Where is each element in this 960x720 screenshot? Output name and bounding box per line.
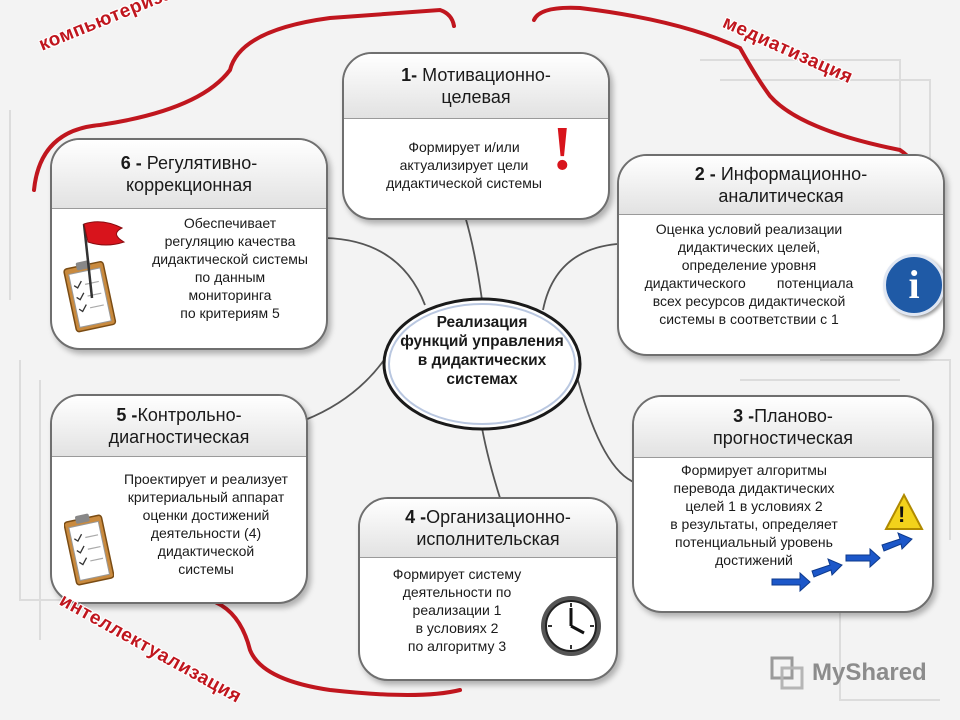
card-2-title-line-1: Информационно-	[720, 164, 868, 184]
center-line-1: Реализация	[436, 314, 528, 331]
card-4-body-line: Формирует систему	[392, 566, 522, 582]
card-6-body-line: мониторинга	[188, 287, 272, 303]
warning-mark: !	[898, 502, 906, 527]
card-1-body-line: дидактической системы	[386, 175, 542, 191]
card-3-title-line-2: прогностическая	[712, 428, 853, 448]
card-2-number: 2 -	[694, 164, 716, 184]
card-1-title-line-1: Мотивационно-	[422, 65, 551, 85]
card-3-body-line: потенциальный уровень	[675, 534, 833, 550]
card-3-body-line: Формирует алгоритмы	[680, 462, 827, 478]
card-4-body-line: в условиях 2	[415, 620, 499, 636]
center-ellipse	[382, 297, 582, 431]
card-3-number: 3 -	[733, 406, 755, 426]
card-5-body-line: критериальный аппарат	[127, 489, 285, 505]
clock-icon	[541, 596, 601, 656]
card-5-number: 5 -	[116, 405, 138, 425]
card-4-body-line: по алгоритму 3	[407, 638, 507, 654]
card-3-body-line: целей 1 в условиях 2	[685, 498, 823, 514]
card-1-number: 1-	[401, 65, 418, 85]
exclamation-icon: !	[552, 115, 573, 183]
card-6-title-line-1: Регулятивно-	[146, 153, 258, 173]
card-6-title: 6 - Регулятивно- коррекционная	[52, 140, 326, 209]
card-2-body-line: системы в соответствии с 1	[659, 311, 839, 327]
card-3-body-line: перевода дидактических	[673, 480, 835, 496]
card-4-number: 4 -	[405, 507, 427, 527]
card-1-body-line: Формирует и/или	[408, 139, 520, 155]
card-2-body-line: Оценка условий реализации	[655, 221, 843, 237]
arc-computerization	[32, 7, 456, 192]
card-5-body-line: Проектирует и реализует	[124, 471, 288, 487]
card-4-body: Формирует систему деятельности по реализ…	[372, 565, 542, 655]
card-5-body-line: деятельности (4)	[150, 525, 262, 541]
card-2-body-line: определение уровня	[681, 257, 817, 273]
card-5-title-line-2: диагностическая	[108, 427, 250, 447]
card-5-body-line: системы	[178, 561, 234, 577]
card-1-title: 1- Мотивационно- целевая	[344, 54, 608, 119]
card-2-body-line: дидактических целей,	[677, 239, 821, 255]
card-1-body-line: актуализирует цели	[399, 157, 529, 173]
card-1-body: Формирует и/или актуализирует цели дидак…	[364, 138, 564, 192]
card-6-regulative: 6 - Регулятивно- коррекционная Обеспечив…	[50, 138, 328, 350]
card-5-title: 5 -Контрольно- диагностическая	[52, 396, 306, 457]
card-4-title: 4 -Организационно- исполнительская	[360, 499, 616, 558]
card-3-title-line-1: Планово-	[754, 406, 833, 426]
card-6-body-line: по данным	[194, 269, 266, 285]
card-6-body-line: по критериям 5	[180, 305, 280, 321]
arc-mediatization	[532, 5, 937, 237]
card-5-body: Проектирует и реализует критериальный ап…	[108, 470, 304, 578]
ascending-steps-arrows-icon	[771, 532, 913, 593]
card-2-title: 2 - Информационно- аналитическая	[619, 156, 943, 215]
clipboard-checklist-icon	[64, 513, 114, 586]
info-icon: i	[883, 254, 943, 316]
background-circuit-lines	[9, 59, 951, 701]
watermark-text: MyShared	[812, 659, 927, 686]
card-5-title-line-1: Контрольно-	[137, 405, 242, 425]
warning-icon: !	[884, 492, 924, 531]
card-2-informational: 2 - Информационно- аналитическая Оценка …	[617, 154, 945, 356]
center-title: Реализация функций управления в дидактич…	[384, 313, 580, 389]
center-line-3: в дидактических	[417, 352, 547, 369]
card-1-motivational: 1- Мотивационно- целевая Формирует и/или…	[342, 52, 610, 220]
card-6-body: Обеспечивает регуляцию качества дидактич…	[140, 214, 320, 322]
watermark-logo-icon	[770, 656, 804, 690]
card-6-number: 6 -	[120, 153, 142, 173]
center-line-4: системах	[446, 371, 518, 388]
connector-lines	[304, 215, 637, 499]
card-3-body: Формирует алгоритмы перевода дидактическ…	[648, 461, 860, 569]
card-5-control: 5 -Контрольно- диагностическая Проектиру…	[50, 394, 308, 604]
card-4-body-line: реализации 1	[412, 602, 502, 618]
card-2-body-line: дидактического потенциала	[644, 275, 854, 291]
card-5-body-line: оценки достижений	[142, 507, 270, 523]
card-5-body-line: дидактической	[157, 543, 255, 559]
card-2-body: Оценка условий реализации дидактических …	[629, 220, 869, 328]
card-6-title-line-2: коррекционная	[125, 175, 252, 195]
card-4-body-line: деятельности по	[402, 584, 512, 600]
watermark: MyShared	[770, 656, 927, 690]
card-6-body-line: дидактической системы	[152, 251, 308, 267]
card-3-body-line: достижений	[715, 552, 793, 568]
card-6-body-line: Обеспечивает	[183, 215, 277, 231]
card-3-body-line: в результаты, определяет	[670, 516, 838, 532]
card-4-title-line-2: исполнительская	[416, 529, 560, 549]
clipboard-flag-icon	[63, 221, 126, 333]
card-1-title-line-2: целевая	[441, 87, 511, 107]
card-4-organizational: 4 -Организационно- исполнительская Форми…	[358, 497, 618, 681]
card-2-title-line-2: аналитическая	[718, 186, 844, 206]
card-4-title-line-1: Организационно-	[426, 507, 571, 527]
center-line-2: функций управления	[400, 333, 564, 350]
card-2-body-line: всех ресурсов дидактической	[652, 293, 846, 309]
card-3-title: 3 -Планово- прогностическая	[634, 397, 932, 458]
card-3-planning: 3 -Планово- прогностическая Формирует ал…	[632, 395, 934, 613]
card-6-body-line: регуляцию качества	[164, 233, 296, 249]
